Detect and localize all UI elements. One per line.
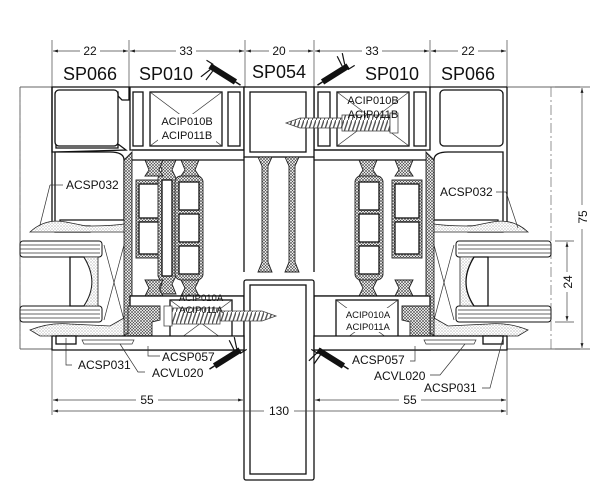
- sealant-gun-icon: [317, 52, 355, 86]
- reinforcement-label-bottom-left-1: ACIP010A: [179, 293, 224, 304]
- screw-icon: [284, 112, 399, 134]
- callout-acsp032-left: ACSP032: [66, 178, 119, 192]
- right-outer-profile-sp066: [430, 86, 508, 233]
- reinforcement-label-bottom-right-1: ACIP010A: [346, 310, 391, 321]
- dimension-label-24: 24: [561, 275, 575, 289]
- profile-code-right-outer: SP066: [441, 64, 495, 84]
- profile-code-left-outer: SP066: [63, 64, 117, 84]
- reinforcement-labels: ACIP010B ACIP011B ACIP010B ACIP011B ACIP…: [158, 95, 399, 333]
- callout-acsp031-right: ACSP031: [424, 381, 477, 395]
- dimension-label-22-right: 22: [461, 44, 475, 58]
- callout-acsp057-right: ACSP057: [352, 353, 405, 367]
- left-glass-unit: [19, 220, 125, 337]
- callout-acvl020-left: ACVL020: [152, 366, 204, 380]
- callout-acsp057-left: ACSP057: [162, 350, 215, 364]
- dimension-label-55-left: 55: [140, 393, 154, 407]
- dimension-label-33-right: 33: [365, 44, 379, 58]
- center-mullion-sp054: [243, 86, 315, 481]
- bottom-dimensions: 55 55 130: [51, 350, 508, 418]
- callouts: ACSP032 ACSP032 ACSP057 ACVL020 ACSP031 …: [39, 178, 519, 395]
- profile-codes: SP066 SP010 SP054 SP010 SP066: [63, 62, 495, 84]
- dimension-label-130: 130: [269, 404, 289, 418]
- dimension-label-75: 75: [576, 210, 590, 224]
- side-dimensions: 75 24: [555, 86, 590, 350]
- sealant-gun-icon: [209, 336, 247, 370]
- reinforcement-label-top-right-1: ACIP010B: [347, 95, 398, 107]
- left-outer-profile-sp066: [51, 86, 130, 233]
- reinforcement-label-bottom-left-2: ACIP011A: [179, 305, 223, 316]
- profile-code-right-sash: SP010: [365, 64, 419, 84]
- profile-code-center: SP054: [252, 62, 306, 82]
- profile-code-left-sash: SP010: [139, 64, 193, 84]
- callout-acsp032-right: ACSP032: [440, 185, 493, 199]
- callout-acvl020-right: ACVL020: [374, 369, 426, 383]
- dimension-label-33-left: 33: [179, 44, 193, 58]
- sealant-gun-icon: [308, 347, 349, 370]
- reinforcement-label-top-left-2: ACIP011B: [162, 130, 213, 142]
- reinforcement-label-top-left-1: ACIP010B: [161, 116, 212, 128]
- dimension-label-55-right: 55: [403, 393, 417, 407]
- reinforcement-label-top-right-2: ACIP011B: [348, 109, 399, 121]
- dimension-label-20-center: 20: [272, 44, 286, 58]
- right-glass-unit: [433, 220, 552, 337]
- reinforcement-label-bottom-right-2: ACIP011A: [346, 322, 390, 333]
- sealant-gun-icon: [200, 59, 241, 86]
- screw-icon: [163, 305, 278, 327]
- top-dimension-chain: 22 33 20 33 22: [51, 40, 508, 88]
- dimension-label-22-left: 22: [83, 44, 97, 58]
- callout-acsp031-left: ACSP031: [78, 358, 131, 372]
